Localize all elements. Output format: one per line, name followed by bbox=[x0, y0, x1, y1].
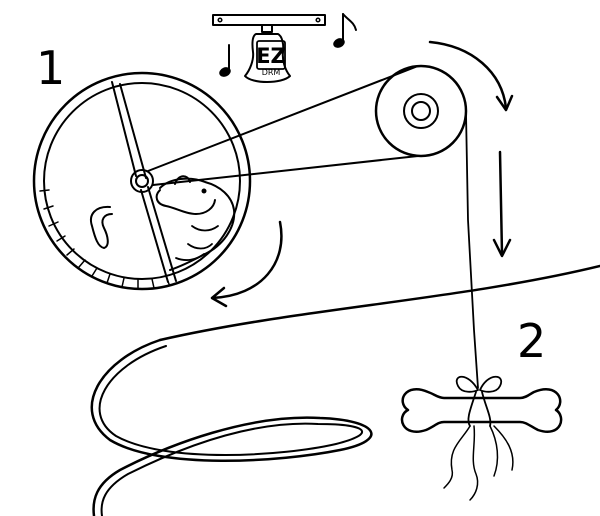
wheel-hub bbox=[130, 169, 154, 193]
bell: EZ DRM bbox=[212, 14, 326, 83]
bell-logo-text: EZ bbox=[256, 44, 286, 68]
step-1-label: 1 bbox=[36, 41, 65, 95]
hamster-wheel bbox=[32, 71, 252, 291]
hamster-eye bbox=[201, 188, 207, 194]
dog-bone bbox=[400, 388, 563, 433]
cord-loop bbox=[90, 338, 373, 516]
bell-logo-subtext: DRM bbox=[262, 68, 281, 77]
slope-line bbox=[158, 264, 600, 342]
wheel-rotation-arrow bbox=[210, 220, 283, 308]
drive-belt bbox=[147, 65, 419, 186]
pulley-rotation-arrow bbox=[428, 40, 514, 112]
step-2-label: 2 bbox=[517, 314, 546, 368]
pulley bbox=[374, 64, 468, 158]
hamster bbox=[90, 175, 236, 271]
music-note-right-icon bbox=[333, 13, 357, 48]
bell-body bbox=[244, 33, 291, 83]
bone-bow bbox=[443, 375, 514, 501]
bell-mount-bar bbox=[212, 14, 326, 26]
pulley-string bbox=[465, 112, 479, 389]
bell-logo-box bbox=[256, 40, 286, 70]
music-note-left-icon bbox=[219, 44, 231, 77]
downward-arrow bbox=[492, 150, 512, 258]
